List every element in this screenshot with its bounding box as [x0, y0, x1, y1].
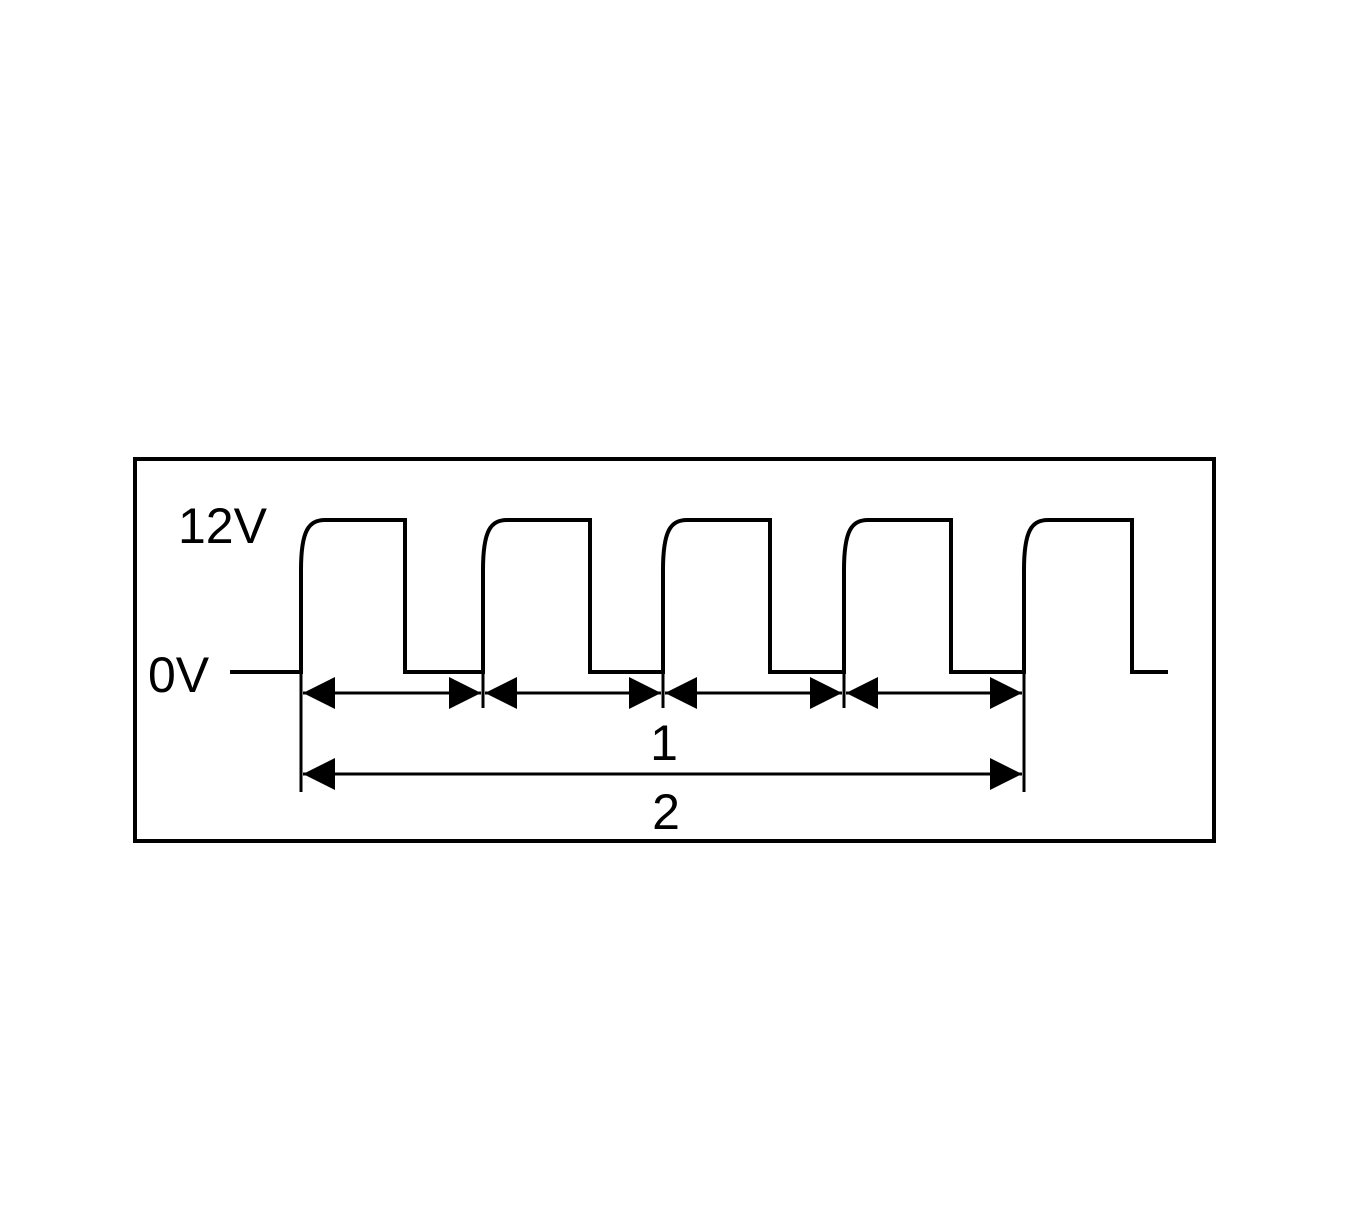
low-voltage-label: 0V [148, 647, 210, 703]
dimension-arrows [303, 677, 1022, 790]
period-callout-label: 1 [650, 715, 678, 771]
square-wave-signal [230, 518, 1168, 674]
diagram-frame [133, 457, 1216, 843]
high-voltage-label: 12V [178, 498, 268, 554]
period-tick-lines [299, 672, 1026, 792]
total-callout-label: 2 [652, 784, 680, 840]
